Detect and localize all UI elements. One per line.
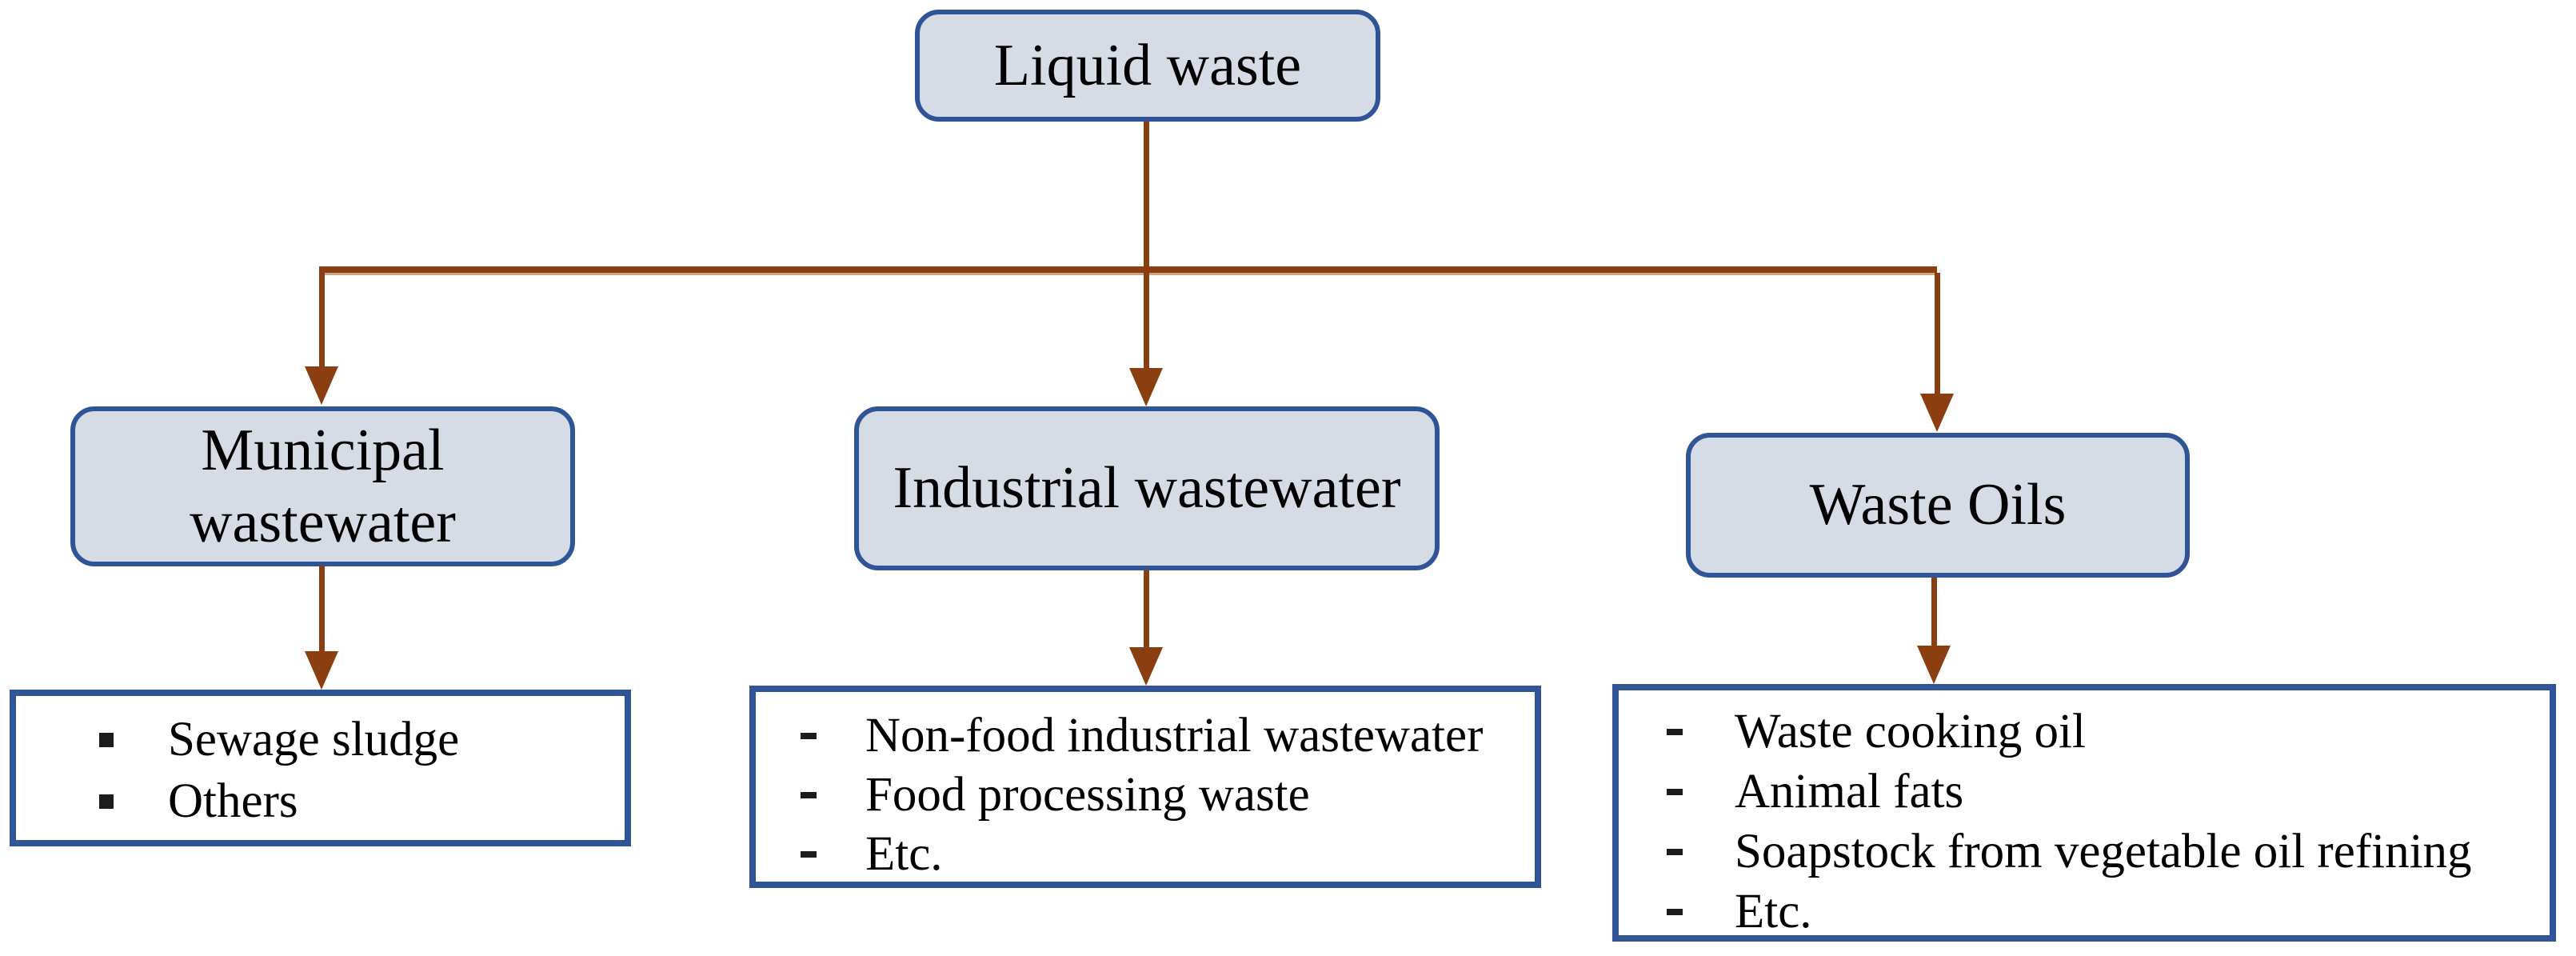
node-industrial-wastewater: Industrial wastewater [854,406,1440,570]
connector-industrial-to-list-line [1144,570,1149,647]
connector-left-branch-line [319,273,325,366]
connector-waste-oils-to-list-line [1931,578,1937,646]
node-waste-oils-label: Waste Oils [1809,472,2067,538]
node-municipal-wastewater: Municipal wastewater [70,406,575,566]
list-item-label: Etc. [865,827,943,881]
arrow-down-icon [305,366,338,405]
connector-middle-branch-line [1144,273,1149,368]
node-waste-oils: Waste Oils [1686,433,2190,578]
connector-municipal-to-list-line [319,566,325,651]
node-industrial-wastewater-label: Industrial wastewater [893,455,1401,522]
node-municipal-wastewater-label: Municipal wastewater [190,417,456,555]
node-liquid-waste: Liquid waste [915,10,1380,122]
list-item-label: Waste cooking oil [1735,704,2086,758]
list-item: Food processing waste [756,766,1535,825]
dash-bullet-icon [801,851,817,858]
list-item-label: Animal fats [1735,764,1964,818]
list-item-label: Soapstock from vegetable oil refining [1735,824,2472,878]
list-item: Sewage sludge [16,709,625,770]
list-item: Etc. [1619,882,2550,942]
dash-bullet-icon [801,792,817,798]
connector-horizontal-rail [319,266,1937,275]
list-waste-oils: Waste cooking oil Animal fats Soapstock … [1612,684,2556,942]
list-item: Soapstock from vegetable oil refining [1619,822,2550,882]
arrow-down-icon [1129,647,1163,686]
list-item: Animal fats [1619,762,2550,822]
dash-bullet-icon [1667,848,1683,855]
list-item-label: Etc. [1735,884,1812,938]
connector-stem-line [1144,122,1149,270]
square-bullet-icon [99,794,114,809]
list-industrial-wastewater: Non-food industrial wastewater Food proc… [749,686,1541,888]
list-item-label: Others [168,774,298,828]
list-item: Others [16,770,625,832]
square-bullet-icon [99,732,114,747]
list-item: Waste cooking oil [1619,702,2550,762]
dash-bullet-icon [1667,908,1683,915]
list-item: Etc. [756,825,1535,884]
arrow-down-icon [1129,368,1163,406]
dash-bullet-icon [801,733,817,739]
arrow-down-icon [1917,646,1951,684]
list-item-label: Non-food industrial wastewater [865,709,1484,762]
connector-right-branch-line [1935,273,1940,394]
arrow-down-icon [305,651,338,690]
list-item-label: Food processing waste [865,768,1310,822]
list-municipal-wastewater: Sewage sludge Others [10,690,631,846]
dash-bullet-icon [1667,788,1683,795]
list-item: Non-food industrial wastewater [756,706,1535,766]
list-item-label: Sewage sludge [168,712,460,766]
dash-bullet-icon [1667,728,1683,735]
node-liquid-waste-label: Liquid waste [993,32,1302,98]
arrow-down-icon [1920,394,1954,432]
